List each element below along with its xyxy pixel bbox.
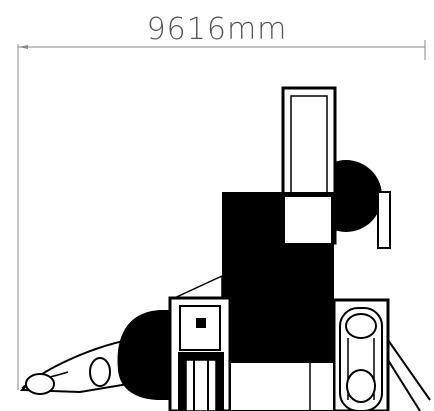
left-lower-module — [168, 296, 232, 411]
left-crawl-tube — [19, 274, 223, 400]
central-lower-base — [229, 361, 335, 411]
central-deck — [222, 192, 334, 362]
dimension-line — [17, 40, 426, 390]
right-tube-slide — [332, 298, 431, 411]
overall-width-dimension-label: 9616mm — [146, 12, 288, 47]
